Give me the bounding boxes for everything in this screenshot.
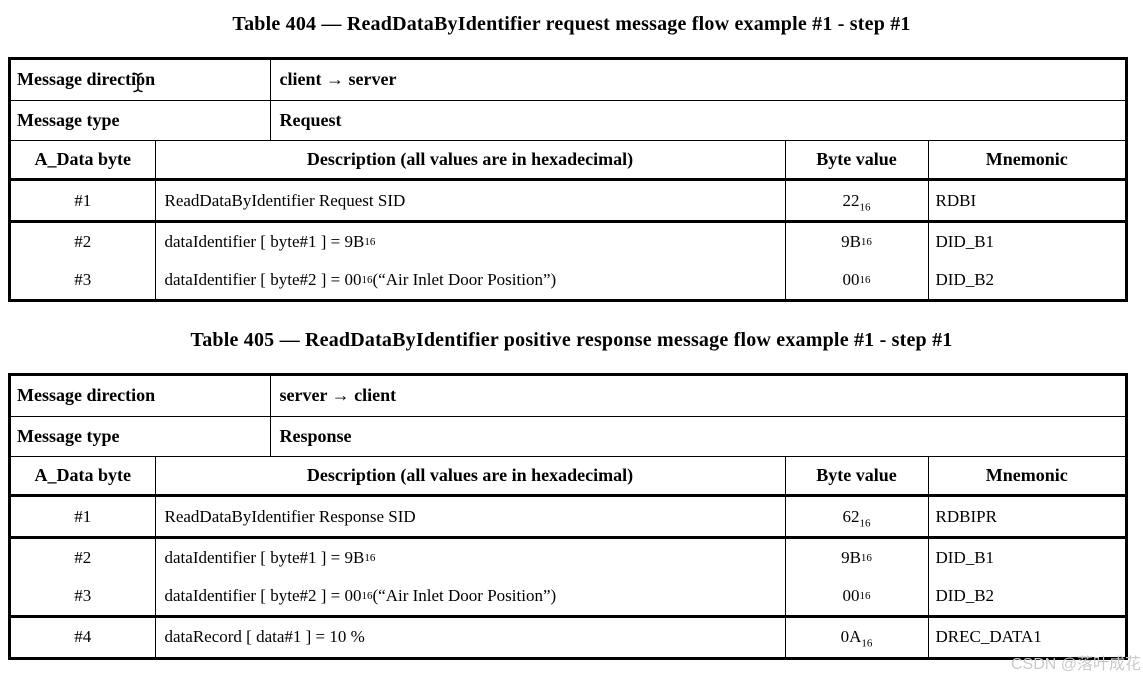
table-row: Message direction server → client bbox=[11, 376, 1125, 417]
column-header-description: Description (all values are in hexadecim… bbox=[154, 140, 786, 181]
byte-line: #3 bbox=[74, 586, 92, 605]
message-type-label: Message type bbox=[11, 415, 271, 457]
table-405-title: Table 405 — ReadDataByIdentifier positiv… bbox=[190, 329, 953, 351]
table-header-row: A_Data byte Description (all values are … bbox=[11, 456, 1125, 497]
byte-cell: #2 #3 bbox=[11, 537, 156, 618]
column-header-mnemonic: Mnemonic bbox=[927, 456, 1125, 497]
column-header-adata-byte: A_Data byte bbox=[11, 456, 156, 497]
mnemonic-cell: DREC_DATA1 bbox=[927, 616, 1125, 657]
column-header-byte-value: Byte value bbox=[784, 140, 929, 181]
table-404: Message direction client → server Messag… bbox=[8, 57, 1128, 302]
byte-line: #2 bbox=[74, 548, 92, 567]
table-405-meta: Message direction server → client Messag… bbox=[11, 376, 1125, 457]
column-header-byte-value: Byte value bbox=[784, 456, 929, 497]
mnemonic-cell: RDBI bbox=[927, 179, 1125, 223]
column-header-mnemonic: Mnemonic bbox=[927, 140, 1125, 181]
table-row: #4 dataRecord [ data#1 ] = 10 % 0A16 DRE… bbox=[11, 616, 1125, 657]
byte-value-cell: 2216 bbox=[784, 179, 929, 223]
table-404-meta: Message direction client → server Messag… bbox=[11, 60, 1125, 141]
message-type-label: Message type bbox=[11, 99, 271, 141]
message-direction-value: server → client bbox=[269, 376, 1125, 417]
message-direction-label: Message direction bbox=[11, 60, 271, 101]
mnemonic-line: DID_B2 bbox=[935, 586, 995, 605]
description-cell: ReadDataByIdentifier Response SID bbox=[154, 495, 786, 539]
table-row: Message type Response bbox=[11, 415, 1125, 457]
mnemonic-cell: RDBIPR bbox=[927, 495, 1125, 539]
table-405: Message direction server → client Messag… bbox=[8, 373, 1128, 660]
mnemonic-cell: DID_B1 DID_B2 bbox=[927, 537, 1125, 618]
table-404-data: A_Data byte Description (all values are … bbox=[11, 140, 1125, 299]
byte-cell: #4 bbox=[11, 616, 156, 657]
message-type-value: Response bbox=[269, 415, 1125, 457]
message-type-value: Request bbox=[269, 99, 1125, 141]
table-row: Message direction client → server bbox=[11, 60, 1125, 101]
table-404-title: Table 404 — ReadDataByIdentifier request… bbox=[232, 13, 911, 35]
description-cell: ReadDataByIdentifier Request SID bbox=[154, 179, 786, 223]
message-direction-label: Message direction bbox=[11, 376, 271, 417]
table-row: #1 ReadDataByIdentifier Request SID 2216… bbox=[11, 179, 1125, 223]
table-405-data: A_Data byte Description (all values are … bbox=[11, 456, 1125, 657]
csdn-watermark: CSDN @落叶成花 bbox=[1010, 656, 1141, 673]
mnemonic-line: DID_B1 bbox=[935, 232, 995, 251]
byte-value-cell: 6216 bbox=[784, 495, 929, 539]
table-row: Message type Request bbox=[11, 99, 1125, 141]
byte-line: #2 bbox=[74, 232, 92, 251]
mnemonic-cell: DID_B1 DID_B2 bbox=[927, 221, 1125, 299]
byte-cell: #1 bbox=[11, 179, 156, 223]
mnemonic-line: DID_B2 bbox=[935, 270, 995, 289]
byte-value-cell: 0A16 bbox=[784, 616, 929, 657]
table-header-row: A_Data byte Description (all values are … bbox=[11, 140, 1125, 181]
description-cell: dataRecord [ data#1 ] = 10 % bbox=[154, 616, 786, 657]
byte-cell: #2 #3 bbox=[11, 221, 156, 299]
column-header-description: Description (all values are in hexadecim… bbox=[154, 456, 786, 497]
column-header-adata-byte: A_Data byte bbox=[11, 140, 156, 181]
byte-line: #3 bbox=[74, 270, 92, 289]
table-row: #1 ReadDataByIdentifier Response SID 621… bbox=[11, 495, 1125, 539]
byte-cell: #1 bbox=[11, 495, 156, 539]
message-direction-value: client → server bbox=[269, 60, 1125, 101]
mnemonic-line: DID_B1 bbox=[935, 548, 995, 567]
text-cursor-icon bbox=[133, 72, 143, 93]
